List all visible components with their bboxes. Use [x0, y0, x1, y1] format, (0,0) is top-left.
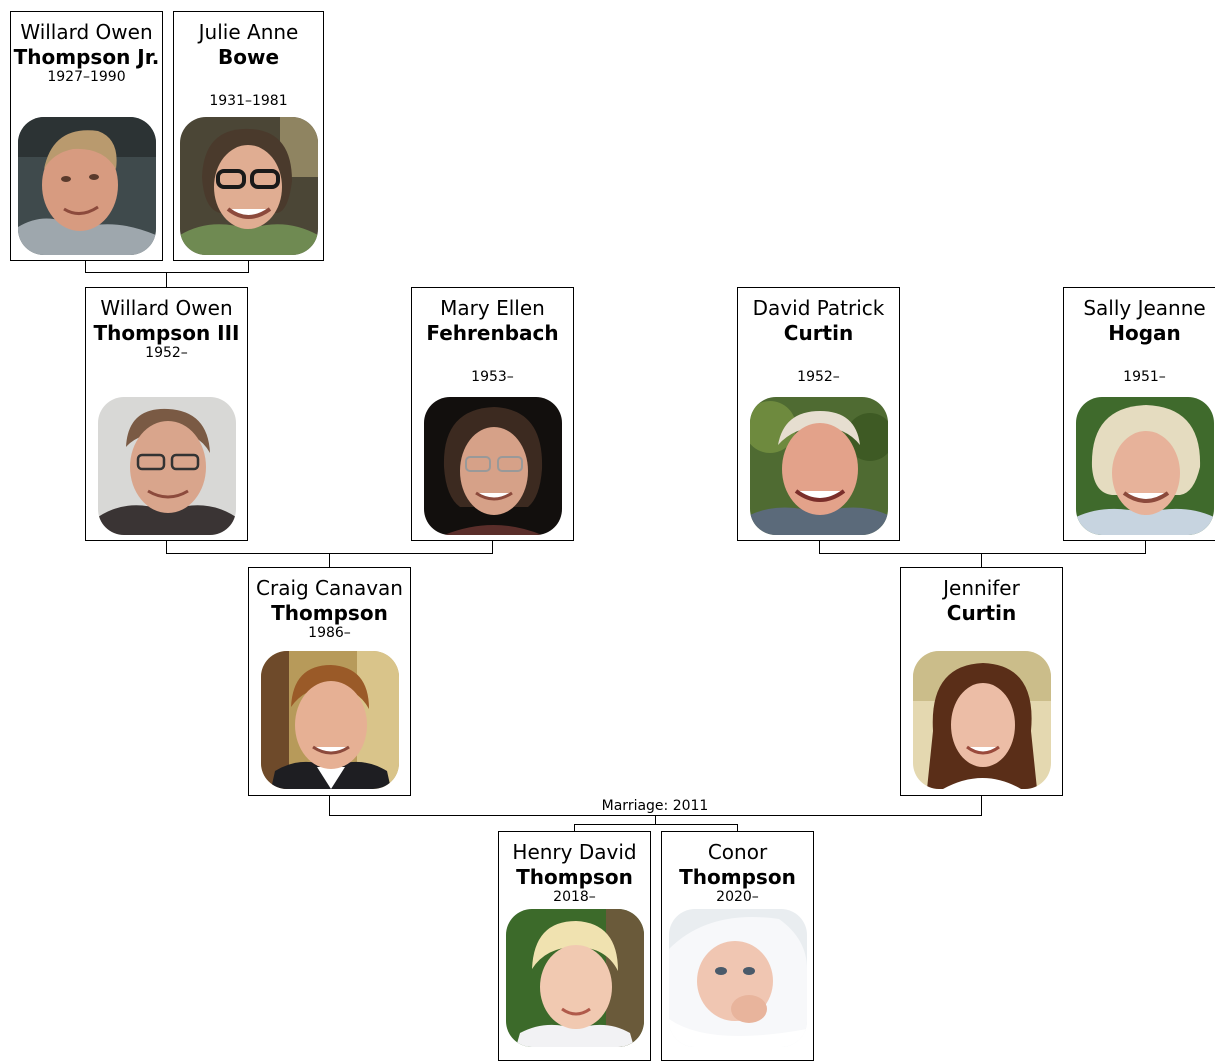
- given-name: Willard Owen: [20, 20, 153, 44]
- connector-line: [819, 541, 1146, 554]
- portrait-photo: [913, 651, 1051, 789]
- surname: Thompson: [271, 601, 388, 625]
- portrait-photo: [180, 117, 318, 255]
- life-dates: 1953–: [471, 369, 514, 385]
- person-card-julie[interactable]: Julie Anne Bowe 1931–1981: [173, 11, 324, 261]
- surname: Curtin: [946, 601, 1017, 625]
- given-name: Julie Anne: [198, 20, 299, 44]
- person-card-mary[interactable]: Mary Ellen Fehrenbach 1953–: [411, 287, 574, 541]
- surname: Hogan: [1108, 321, 1181, 345]
- person-card-henry[interactable]: Henry David Thompson 2018–: [498, 831, 651, 1061]
- portrait-photo: [261, 651, 399, 789]
- life-dates: 1952–: [145, 345, 188, 361]
- person-card-willard-jr[interactable]: Willard Owen Thompson Jr. 1927–1990: [10, 11, 163, 261]
- connector-line: [166, 541, 493, 554]
- life-dates: [901, 625, 1062, 641]
- surname: Curtin: [783, 321, 854, 345]
- surname: Thompson Jr.: [13, 45, 160, 69]
- portrait-photo: [424, 397, 562, 535]
- given-name: David Patrick: [752, 296, 885, 320]
- life-dates: 1951–: [1123, 369, 1166, 385]
- person-card-sally[interactable]: Sally Jeanne Hogan 1951–: [1063, 287, 1215, 541]
- person-card-conor[interactable]: Conor Thompson 2020–: [661, 831, 814, 1061]
- life-dates: 1927–1990: [47, 69, 126, 85]
- surname: Bowe: [217, 45, 280, 69]
- given-name: Craig Canavan: [256, 576, 403, 600]
- portrait-photo: [506, 909, 644, 1047]
- portrait-photo: [669, 909, 807, 1047]
- surname: Thompson: [679, 865, 796, 889]
- portrait-photo: [1076, 397, 1214, 535]
- given-name: Sally Jeanne: [1083, 296, 1206, 320]
- person-card-david[interactable]: David Patrick Curtin 1952–: [737, 287, 900, 541]
- life-dates: 2020–: [716, 889, 759, 905]
- connector-line: [574, 824, 738, 831]
- given-name: Willard Owen: [100, 296, 233, 320]
- given-name: Conor: [707, 840, 768, 864]
- portrait-photo: [750, 397, 888, 535]
- surname: Thompson: [516, 865, 633, 889]
- life-dates: 2018–: [553, 889, 596, 905]
- given-name: Henry David: [512, 840, 637, 864]
- life-dates: 1952–: [797, 369, 840, 385]
- marriage-label: Marriage: 2011: [599, 798, 711, 814]
- portrait-photo: [98, 397, 236, 535]
- life-dates: 1986–: [308, 625, 351, 641]
- person-card-willard-iii[interactable]: Willard Owen Thompson III 1952–: [85, 287, 248, 541]
- connector-line: [85, 261, 249, 273]
- portrait-photo: [18, 117, 156, 255]
- given-name: Jennifer: [943, 576, 1020, 600]
- surname: Thompson III: [93, 321, 240, 345]
- life-dates: 1931–1981: [209, 93, 288, 109]
- person-card-jennifer[interactable]: Jennifer Curtin: [900, 567, 1063, 796]
- surname: Fehrenbach: [426, 321, 559, 345]
- given-name: Mary Ellen: [440, 296, 545, 320]
- person-card-craig[interactable]: Craig Canavan Thompson 1986–: [248, 567, 411, 796]
